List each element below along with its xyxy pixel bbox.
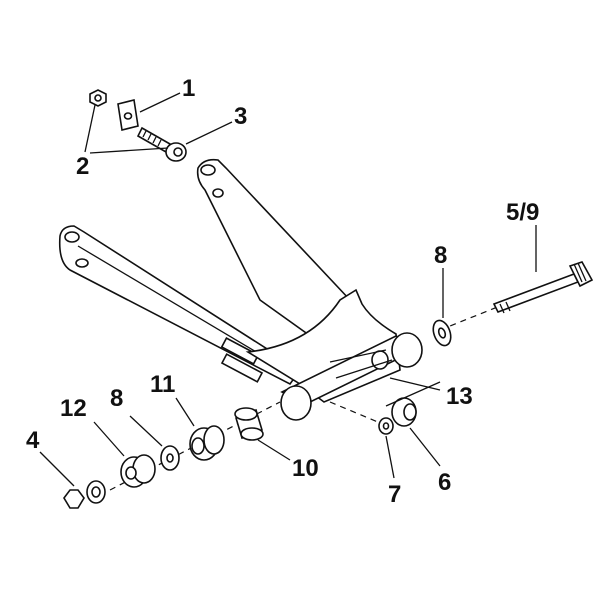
leader-lines — [39, 92, 537, 487]
part-5-9-pivot-shaft — [492, 261, 594, 314]
label-1: 1 — [182, 75, 195, 102]
label-3: 3 — [234, 103, 247, 130]
swingarm — [58, 158, 423, 421]
part-1-block — [117, 99, 139, 131]
part-2-nut — [89, 89, 107, 107]
label-4: 4 — [26, 427, 40, 454]
label-8-top: 8 — [434, 242, 447, 269]
callout-labels: 1 2 3 4 5/9 6 7 8 8 10 11 12 13 — [26, 75, 539, 508]
label-12: 12 — [60, 395, 87, 422]
label-8-left: 8 — [110, 385, 123, 412]
label-13: 13 — [446, 383, 473, 410]
part-11-bearing — [189, 425, 225, 461]
label-11: 11 — [150, 371, 175, 398]
label-7: 7 — [388, 481, 401, 508]
label-10: 10 — [292, 455, 319, 482]
part-3-bolt — [136, 126, 187, 162]
pivot-axis-right — [439, 305, 501, 331]
part-8-washer-right — [432, 319, 452, 347]
part-7-washer — [378, 417, 394, 435]
label-6: 6 — [438, 469, 451, 496]
part-12-bearing — [120, 454, 156, 488]
label-2: 2 — [76, 153, 89, 180]
label-5-9: 5/9 — [506, 199, 539, 226]
part-6-bushing — [391, 397, 417, 427]
pivot-axis-lower — [329, 401, 386, 426]
part-4-nut — [63, 480, 106, 509]
part-10-sleeve — [234, 407, 264, 441]
part-8-washer-left — [160, 445, 180, 471]
